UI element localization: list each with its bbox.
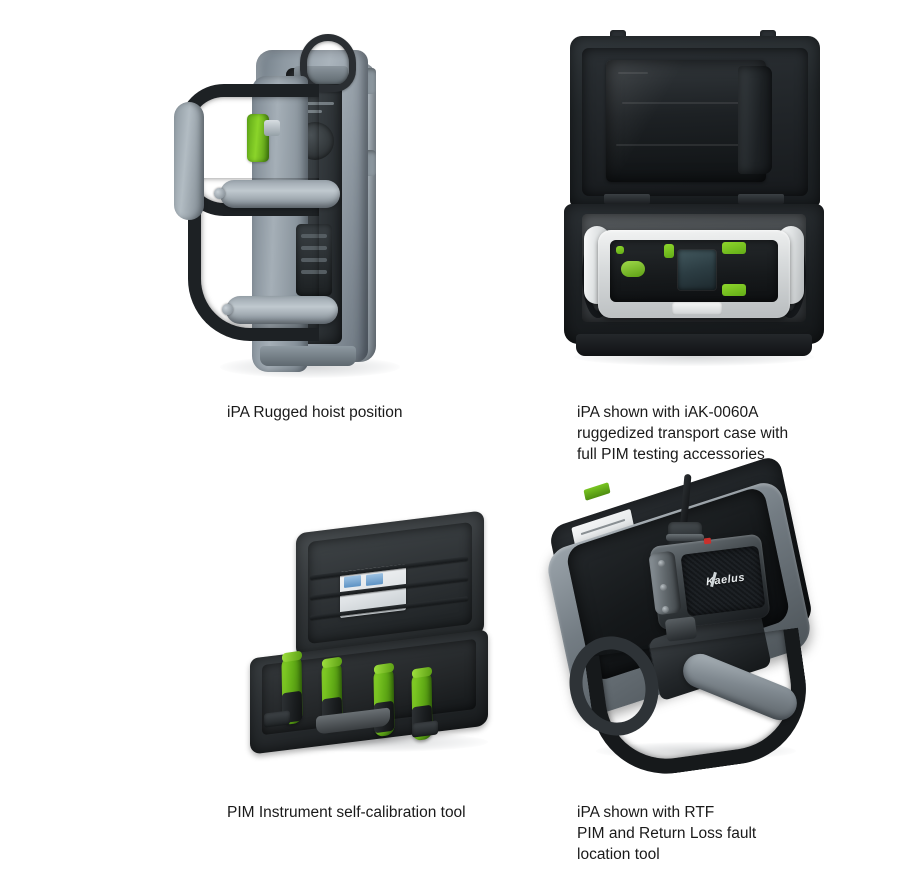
green-latch (247, 114, 269, 162)
green-accent-right-bottom (722, 284, 746, 296)
caption-pim-calibration-tool: PIM Instrument self-calibration tool (227, 804, 466, 821)
figure-ipa-rugged-hoist (168, 28, 424, 378)
pouch-fold-1 (618, 72, 648, 74)
case-wheel-bar (576, 334, 812, 356)
figure-ipa-rtf-tool: Kaelus (544, 454, 844, 784)
green-test-port (621, 261, 645, 277)
module-bolt-2 (660, 584, 667, 591)
connector-rib-2 (301, 246, 327, 250)
green-accent-right-top (722, 242, 746, 254)
module-bolt-3 (662, 606, 669, 613)
pouch-fold-2 (622, 102, 742, 104)
connector-rib-3 (301, 258, 327, 262)
drop-shadow (596, 742, 796, 760)
pouch-side-panel (738, 66, 772, 174)
bumper-bar-lower (226, 296, 338, 324)
doc-label-right (366, 572, 383, 587)
caption-ipa-rugged-hoist: iPA Rugged hoist position (227, 404, 403, 421)
doc-label-left (344, 574, 361, 589)
red-alignment-marker (703, 537, 712, 545)
figure-ipa-transport-case (560, 18, 828, 370)
case-latch-right (738, 194, 784, 204)
handle-pivot-upper (214, 188, 225, 199)
instrument-display (678, 250, 716, 290)
handle-grip (174, 102, 204, 220)
handle-pivot-lower (222, 304, 233, 315)
green-indicator-tab (583, 482, 611, 501)
green-accent-center (664, 244, 674, 258)
base-foot (260, 346, 356, 366)
bumper-bar-middle (220, 180, 340, 208)
caption-ipa-rtf-tool: iPA shown with RTF PIM and Return Loss f… (577, 804, 757, 863)
caption-ipa-transport-case: iPA shown with iAK-0060A ruggedized tran… (577, 404, 789, 463)
pouch-fold-3 (616, 144, 754, 146)
module-bolt-1 (658, 560, 665, 567)
green-accent-left (616, 246, 624, 254)
hoist-ring-icon (300, 34, 356, 92)
rtf-module-mount (664, 616, 698, 642)
figure-pim-calibration-case (244, 510, 500, 756)
connector-rib-4 (301, 270, 327, 274)
case-latch-left (604, 194, 650, 204)
instrument-front-badge (672, 302, 722, 315)
connector-ring (666, 534, 704, 541)
